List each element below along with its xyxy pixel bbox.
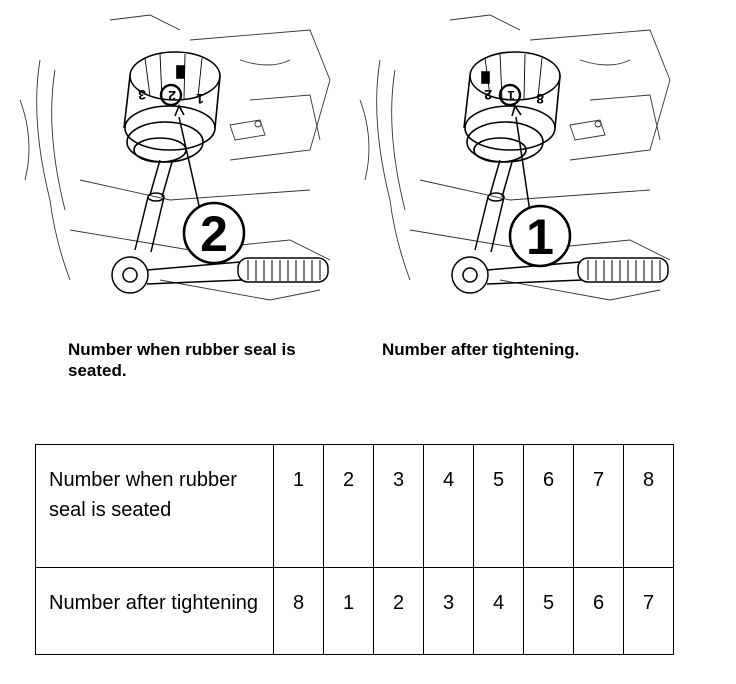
illustration-after-tightening: 2 8 1 1 — [350, 0, 680, 310]
table-cell: 5 — [473, 444, 524, 568]
socket-mark: 3 — [138, 87, 146, 103]
socket-mark: 2 — [484, 87, 492, 103]
callout-circle — [508, 204, 572, 268]
table-row-tightened: Number after tightening 8 1 2 3 4 5 6 7 — [35, 567, 674, 655]
engine-background-lines — [359, 14, 671, 301]
caption-tightened: Number after tightening. — [382, 340, 580, 359]
table-cell: 1 — [323, 567, 374, 655]
callout-circle — [182, 201, 246, 265]
socket-mark: 1 — [196, 91, 204, 107]
callout-pointer — [515, 116, 531, 213]
table-cell: 8 — [623, 444, 674, 568]
table-cell: 8 — [273, 567, 324, 655]
table-cell: 3 — [373, 444, 424, 568]
ratchet-wrench — [111, 159, 329, 294]
oil-filter — [123, 51, 221, 163]
row-header: Number when rubber seal is seated — [35, 444, 274, 568]
table-cell: 4 — [423, 444, 474, 568]
callout-number: 2 — [200, 206, 228, 262]
table-cell: 6 — [523, 444, 574, 568]
table-cell: 5 — [523, 567, 574, 655]
socket-mark-circled: 2 — [168, 88, 176, 104]
seal-number-table: Number when rubber seal is seated 1 2 3 … — [35, 444, 674, 655]
table-cell: 2 — [373, 567, 424, 655]
table-cell: 7 — [573, 444, 624, 568]
socket-mark: 8 — [536, 91, 544, 107]
illustration-rubber-seal-seated: 3 1 2 2 — [10, 0, 340, 310]
table-row-seated: Number when rubber seal is seated 1 2 3 … — [35, 444, 674, 568]
table-cell: 4 — [473, 567, 524, 655]
socket-marks: 3 1 — [138, 87, 204, 107]
row-header: Number after tightening — [35, 567, 274, 655]
table-cell: 1 — [273, 444, 324, 568]
table-cell: 2 — [323, 444, 374, 568]
table-cell: 7 — [623, 567, 674, 655]
socket-mark-circled: 1 — [507, 88, 515, 104]
caption-seated: Number when rubber seal is seated. — [68, 340, 296, 380]
oil-filter — [463, 51, 561, 163]
table-cell: 6 — [573, 567, 624, 655]
table-cell: 3 — [423, 567, 474, 655]
socket-marks: 2 8 — [484, 87, 544, 107]
callout-pointer — [178, 116, 201, 211]
callout-number: 1 — [526, 209, 554, 265]
